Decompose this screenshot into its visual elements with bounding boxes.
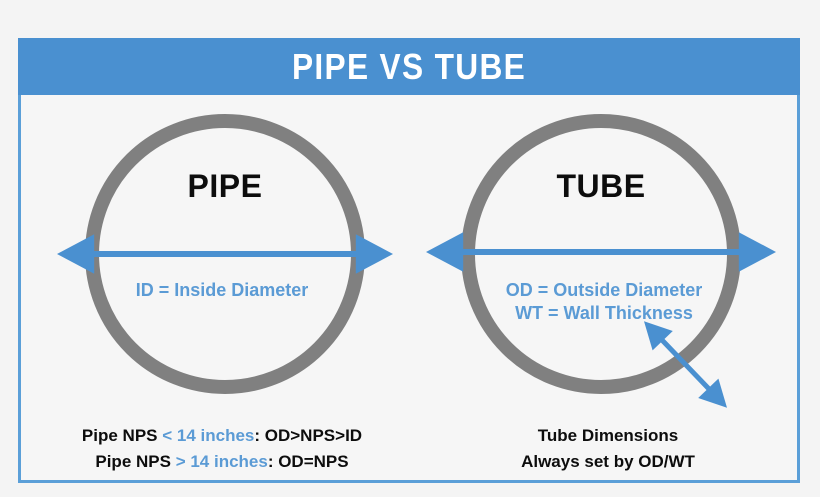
caption-line: Always set by OD/WT xyxy=(521,449,695,475)
caption-run: Pipe NPS xyxy=(95,451,176,471)
caption-run: Always set by OD/WT xyxy=(521,451,695,471)
header-bar: PIPE VS TUBE xyxy=(18,38,800,95)
caption-line: Pipe NPS > 14 inches: OD=NPS xyxy=(82,449,362,475)
caption-line: Tube Dimensions xyxy=(521,423,695,449)
caption-run: : OD=NPS xyxy=(267,451,349,471)
tube-label: TUBE xyxy=(556,168,646,204)
pipe-label: PIPE xyxy=(187,168,263,204)
tube-od-line: OD = Outside Diameter xyxy=(505,280,703,300)
caption-run: > 14 inches xyxy=(175,451,268,471)
pipe-id-line: ID = Inside Diameter xyxy=(135,280,309,300)
tube-wt-line: WT = Wall Thickness xyxy=(515,303,693,324)
caption-run: Tube Dimensions xyxy=(537,426,679,445)
pipe-dimension-label: ID = Inside Diameter xyxy=(136,279,309,302)
caption-run: : OD>NPS>ID xyxy=(254,426,363,445)
page-title: PIPE VS TUBE xyxy=(291,45,527,87)
caption-run: Pipe NPS xyxy=(81,426,163,445)
caption-line: Pipe NPS < 14 inches: OD>NPS>ID xyxy=(82,423,362,449)
tube-dimension-label: OD = Outside Diameter WT = Wall Thicknes… xyxy=(506,279,703,325)
caption-run: < 14 inches xyxy=(162,426,255,445)
